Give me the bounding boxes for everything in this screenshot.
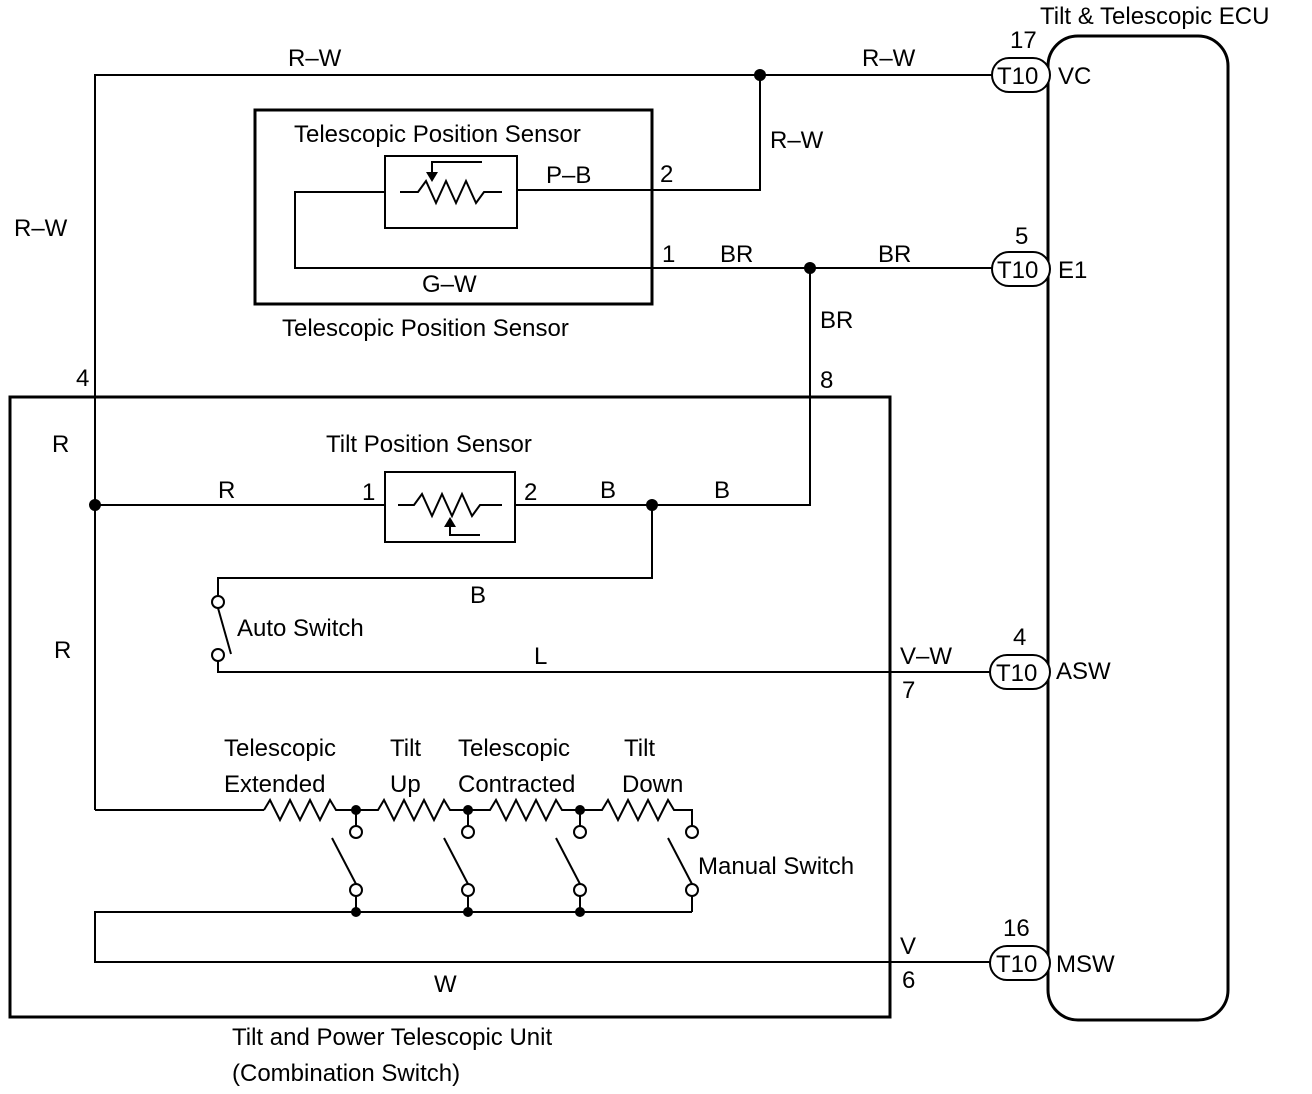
switch-label-tilt-down: Tilt	[624, 735, 655, 762]
switch-contact	[461, 883, 475, 897]
pin-number: 4	[1013, 624, 1026, 651]
wire-label-br: BR	[820, 307, 853, 334]
wire-label-b: B	[600, 477, 616, 504]
wire-label-rw: R–W	[862, 45, 916, 72]
wiper-arrow	[449, 525, 480, 536]
tilt-unit-caption: (Combination Switch)	[232, 1060, 460, 1087]
tilt-sensor-title: Tilt Position Sensor	[326, 431, 532, 458]
connector-label: T10	[996, 660, 1037, 687]
connector-label: T10	[997, 257, 1038, 284]
manual-switch-blade	[555, 837, 581, 885]
switch-contact	[685, 883, 699, 897]
connector-label: T10	[997, 63, 1038, 90]
wire-b-auto	[217, 505, 653, 596]
resistor-zigzag	[263, 797, 356, 823]
resistor-zigzag	[400, 178, 502, 206]
manual-switch-blade	[331, 837, 357, 885]
junction-dot	[463, 907, 473, 917]
wire-label-r: R	[218, 477, 235, 504]
pin-label: 1	[362, 479, 375, 506]
switch-contact	[211, 595, 225, 609]
wire-rw-top	[94, 74, 992, 505]
pin-label: 7	[902, 677, 915, 704]
resistor-zigzag	[468, 797, 580, 823]
switch-contact	[573, 883, 587, 897]
wire-label-vw: V–W	[900, 643, 952, 670]
wire-label-br: BR	[720, 241, 753, 268]
telescopic-sensor-box	[253, 108, 654, 306]
switch-contact	[573, 825, 587, 839]
pin-label: 4	[76, 365, 89, 392]
wire-label-w: W	[434, 971, 457, 998]
junction-dot	[351, 907, 361, 917]
wire-label-b: B	[714, 477, 730, 504]
wire-label-r: R	[52, 431, 69, 458]
switch-contact	[685, 825, 699, 839]
wire-label-gw: G–W	[422, 271, 477, 298]
pin-number: 5	[1015, 223, 1028, 250]
ecu-block	[1046, 34, 1230, 1022]
pin-label: 6	[902, 967, 915, 994]
pin-label: 1	[662, 241, 675, 268]
switch-contact	[211, 648, 225, 662]
wire-l	[217, 661, 990, 673]
wire-label-l: L	[534, 643, 547, 670]
switch-contact	[349, 883, 363, 897]
wire-label-v: V	[900, 933, 916, 960]
telescopic-sensor-title: Telescopic Position Sensor	[294, 121, 581, 148]
wire-label-rw: R–W	[14, 215, 68, 242]
pin-number: 16	[1003, 915, 1030, 942]
auto-switch-blade	[217, 607, 232, 655]
wire-rw-vertical	[517, 75, 761, 191]
switch-contact	[461, 825, 475, 839]
telescopic-sensor-caption: Telescopic Position Sensor	[282, 315, 569, 342]
manual-switch-label: Manual Switch	[698, 853, 854, 880]
connector-label: T10	[996, 951, 1037, 978]
ecu-pin-e1: T10 5 E1	[991, 223, 1087, 287]
ecu-pin-asw: T10 4 ASW	[989, 624, 1111, 690]
switch-label-telescopic-contracted: Contracted	[458, 771, 575, 798]
wire-w	[94, 911, 990, 963]
wire-br-vertical	[652, 268, 811, 506]
wire-label-pb: P–B	[546, 162, 591, 189]
resistor-zigzag	[398, 491, 502, 519]
resistor-zigzag	[356, 797, 468, 823]
pin-name: VC	[1058, 63, 1091, 90]
wiper-arrowhead	[426, 172, 438, 182]
pin-label: 2	[660, 161, 673, 188]
manual-switch-blade	[667, 837, 693, 885]
ecu-title: Tilt & Telescopic ECU	[1040, 3, 1269, 30]
manual-switch-blade	[443, 837, 469, 885]
pin-number: 17	[1010, 27, 1037, 54]
switch-label-telescopic-contracted: Telescopic	[458, 735, 570, 762]
switch-label-tilt-down: Down	[622, 771, 683, 798]
switch-contact	[349, 825, 363, 839]
tilt-unit-caption: Tilt and Power Telescopic Unit	[232, 1024, 552, 1051]
ecu-pin-vc: T10 17 VC	[991, 27, 1091, 93]
wire-label-rw: R–W	[770, 127, 824, 154]
wire-label-r: R	[54, 637, 71, 664]
pin-name: MSW	[1056, 951, 1115, 978]
wire-gw	[294, 191, 810, 269]
wire-label-b: B	[470, 582, 486, 609]
pin-label: 8	[820, 367, 833, 394]
pin-label: 2	[524, 479, 537, 506]
auto-switch-label: Auto Switch	[237, 615, 364, 642]
switch-label-tilt-up: Tilt	[390, 735, 421, 762]
switch-label-tilt-up: Up	[390, 771, 421, 798]
tilt-unit-box	[8, 395, 892, 1019]
wiper-arrowhead	[444, 517, 456, 527]
ecu-pin-msw: T10 16 MSW	[989, 915, 1115, 981]
switch-label-telescopic-extended: Telescopic	[224, 735, 336, 762]
resistor-zigzag	[580, 797, 693, 826]
wire-label-rw: R–W	[288, 45, 342, 72]
wire-label-br: BR	[878, 241, 911, 268]
pin-name: E1	[1058, 257, 1087, 284]
junction-dot	[575, 907, 585, 917]
pin-name: ASW	[1056, 658, 1111, 685]
switch-label-telescopic-extended: Extended	[224, 771, 325, 798]
